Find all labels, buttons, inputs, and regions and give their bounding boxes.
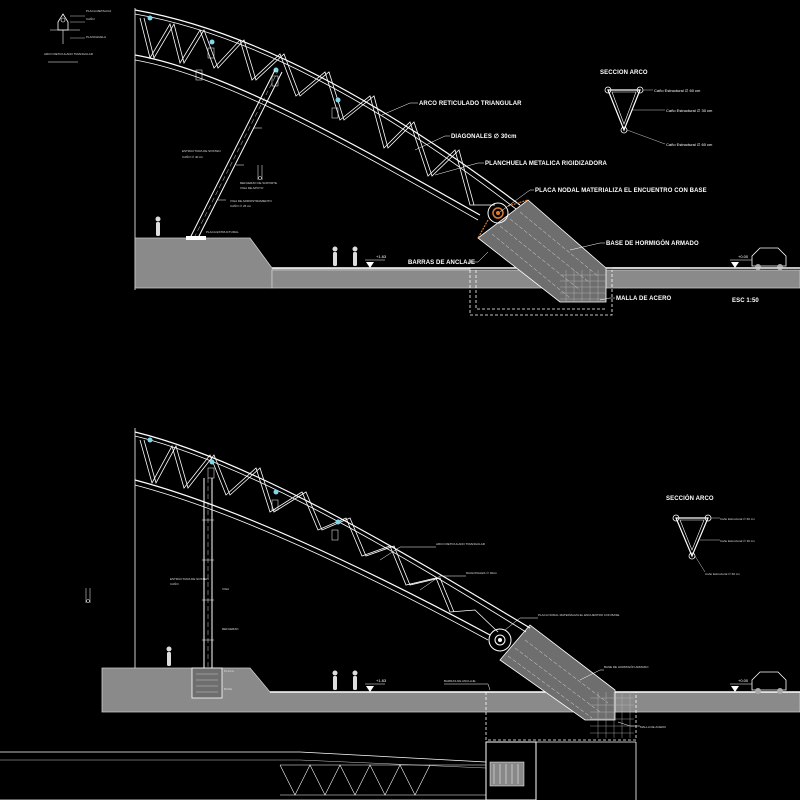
arch-upper-chord-1 — [134, 9, 521, 206]
section-label-2a: Caño Estructural ∅ 60 cm — [720, 517, 755, 521]
label-columna-1: ESTRUCTURA DE SOSTEN — [182, 149, 221, 153]
section-label-2b: Caño Estructural ∅ 30 cm — [720, 539, 755, 543]
diagonals-2 — [139, 439, 499, 633]
label-nota-2: VIGA DE APOYO — [240, 186, 264, 190]
nodes-2 — [147, 437, 341, 525]
car-2 — [751, 671, 787, 694]
node-plate-2 — [488, 628, 512, 652]
label-arco-1: ARCO RETICULADO TRIANGULAR — [419, 101, 522, 107]
section-arco-2: SECCIÓN ARCO Caño Estructural ∅ 60 cm Ca… — [666, 494, 755, 576]
arch-lower-chord-1 — [134, 54, 481, 216]
label-nota-4: CAÑO ∅ 25 cm — [230, 203, 252, 208]
section-arco-1: SECCION ARCO Caño Estructural ∅ 60 cm Ca… — [600, 70, 713, 147]
section-label-1a: Caño Estructural ∅ 60 cm — [654, 88, 701, 93]
label-placa-nodal-2: PLACA NODAL MATERIALIZA EL ENCUENTRO CON… — [538, 613, 619, 617]
label-nota-1: REFUERZO DE SOPORTE — [240, 181, 277, 185]
scale-label-1: ESC 1:50 — [732, 298, 759, 304]
nodes-1 — [147, 15, 341, 103]
section-label-1b: Caño Estructural ∅ 30 cm — [666, 108, 713, 113]
label-col-2d: REFUERZO — [222, 627, 239, 631]
label-col-2b: CAÑO — [170, 581, 179, 586]
level-right-2: +0.00 — [738, 678, 749, 683]
node-plate-1 — [477, 199, 529, 239]
label-arco-2: ARCO RETICULADO TRIANGULAR — [436, 542, 486, 546]
level-right-1: +0.00 — [738, 254, 749, 259]
label-diagonales-1: DIAGONALES ∅ 30cm — [451, 133, 517, 140]
top-detail: PLACA METALICA CAÑO PLANCHUELA ARCO RETI… — [44, 9, 111, 63]
label-placa-nodal-1: PLACA NODAL MATERIALIZA EL ENCUENTRO CON… — [535, 188, 707, 194]
section-label-1c: Caño Estructural ∅ 60 cm — [666, 142, 713, 147]
label-col-2e: PLACA — [224, 669, 234, 673]
label-barras-2: BARRAS DE ANCLAJE — [444, 679, 476, 683]
label-nota-3: VIGA DE ARRIOSTRAMIENTO — [230, 199, 272, 203]
top-detail-line-1: PLACA METALICA — [86, 9, 111, 13]
label-col-2c: VIGA — [222, 587, 229, 591]
car-1 — [751, 247, 787, 270]
label-malla-2: MALLA DE ACERO — [640, 725, 667, 729]
top-detail-caption: ARCO RETICULADO TRIANGULAR — [44, 52, 94, 56]
top-detail-line-3: PLANCHUELA — [86, 35, 106, 39]
level-marker-right-1: +0.00 — [730, 254, 752, 268]
level-left-1: +1.83 — [376, 254, 387, 259]
label-placa-estructural-1: PLACA ESTRUCTURAL — [206, 230, 239, 234]
arch-lower-chord-2 — [134, 479, 491, 636]
label-planchuela-1: PLANCHUELA METALICA RIGIDIZADORA — [485, 161, 608, 167]
level-marker-right-2: +0.00 — [730, 678, 752, 692]
human-figures-2 — [166, 646, 358, 690]
label-col-2a: ESTRUCTURA DE SOSTEN — [170, 577, 209, 581]
plan-view — [0, 741, 637, 800]
elevation-2: +1.83 +0.00 ARCO RETICULADO TRIANGULAR D… — [85, 428, 800, 741]
ground-2 — [101, 667, 800, 713]
arch-upper-chord-2 — [134, 431, 531, 629]
level-marker-left-2: +1.83 — [365, 678, 387, 692]
human-figures-1 — [155, 216, 358, 266]
label-base-2: BASE DE HORMIGÓN ARMADO — [604, 664, 649, 669]
label-barras-1: BARRAS DE ANCLAJE — [408, 260, 475, 266]
section-label-2c: Caño Estructural ∅ 60 cm — [705, 572, 740, 576]
label-base-1: BASE DE HORMIGÓN ARMADO — [606, 239, 699, 247]
support-column-2 — [202, 478, 214, 668]
support-column-1 — [186, 69, 283, 240]
elevation-1: +1.83 +0.00 ARCO RETICULADO TRIANGULAR D… — [134, 8, 800, 316]
top-detail-line-2: CAÑO — [86, 16, 95, 21]
level-marker-left-1: +1.83 — [365, 254, 387, 268]
level-left-2: +1.83 — [376, 678, 387, 683]
label-col-2f: BASE — [224, 687, 232, 691]
label-diagonales-2: DIAGONALES ∅ 30cm — [466, 571, 498, 575]
label-malla-1: MALLA DE ACERO — [616, 296, 672, 302]
section-title-2: SECCIÓN ARCO — [666, 494, 714, 502]
diagonals-1 — [139, 17, 495, 206]
section-title-1: SECCION ARCO — [600, 70, 648, 76]
label-columna-2: CAÑO ∅ 40 cm — [182, 154, 204, 159]
column-footing-2 — [191, 667, 223, 699]
